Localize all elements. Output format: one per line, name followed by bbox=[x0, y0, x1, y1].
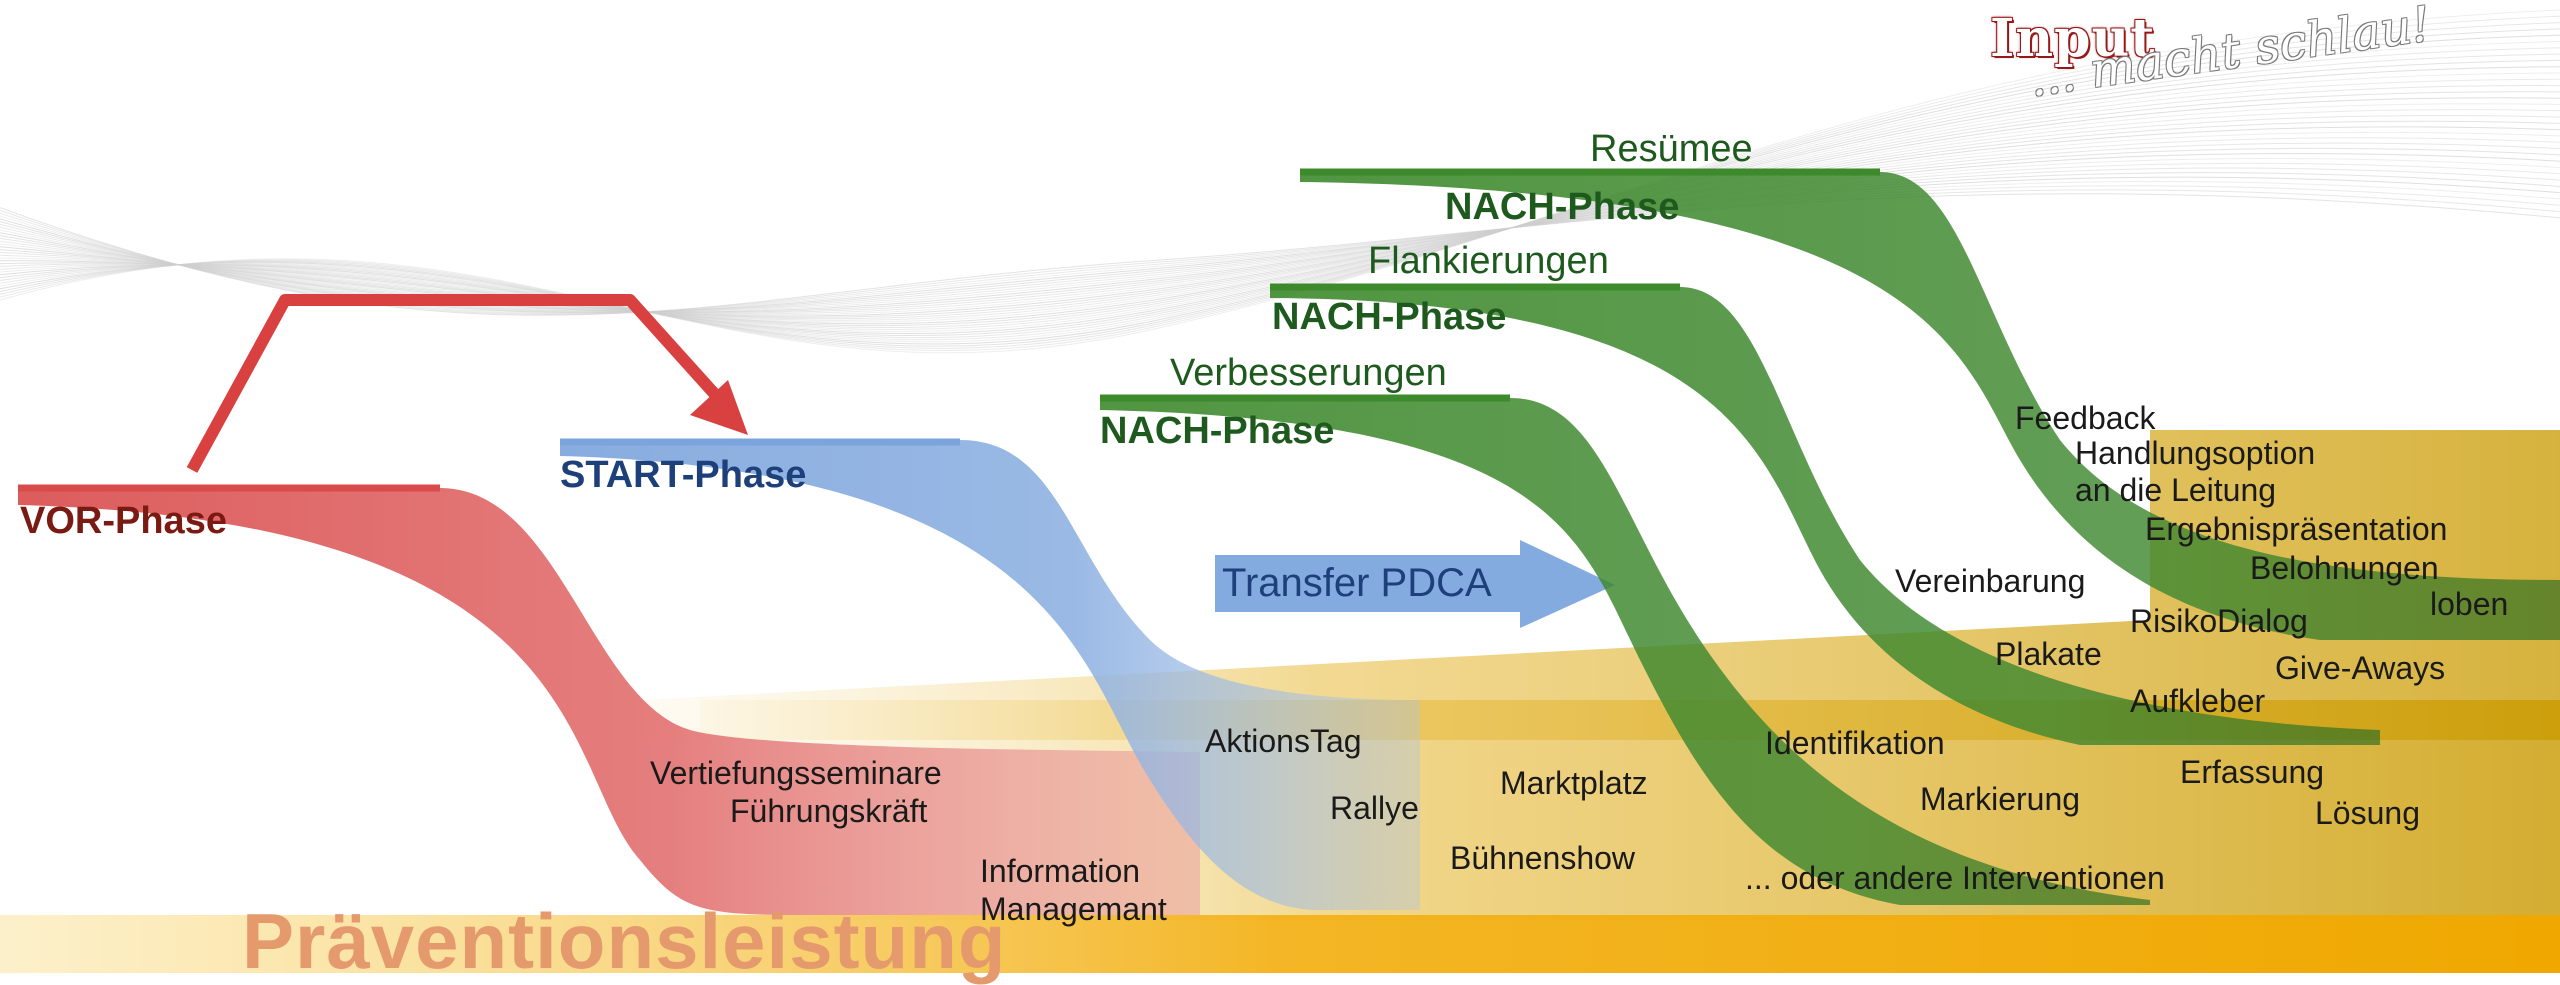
resuemee-item: Belohnungen bbox=[2250, 550, 2439, 586]
logo-word: Input bbox=[1990, 8, 2156, 69]
vor-item: Information bbox=[980, 853, 1141, 889]
background-wave-lines bbox=[0, 9, 2560, 354]
verbesserungen-item: Lösung bbox=[2315, 795, 2420, 831]
flankierungen-item: Plakate bbox=[1995, 636, 2102, 672]
start-phase-label: START-Phase bbox=[560, 454, 807, 496]
transfer-arrow-label: Transfer PDCA bbox=[1222, 561, 1492, 605]
resuemee-item: Handlungsoption bbox=[2075, 435, 2316, 471]
resuemee-heading: Resümee bbox=[1590, 128, 1753, 170]
flankierungen-heading: Flankierungen bbox=[1368, 240, 1609, 282]
transfer-arrow-shape bbox=[1215, 540, 1615, 628]
verbesserungen-item: ... oder andere Interventionen bbox=[1745, 860, 2165, 896]
vor-item: Führungskräft bbox=[730, 793, 928, 829]
resuemee-item: Ergebnispräsentation bbox=[2145, 511, 2448, 547]
flankierungen-item: Give-Aways bbox=[2275, 650, 2446, 686]
vor-item: Vertiefungsseminare bbox=[650, 755, 942, 791]
interventions-band bbox=[640, 430, 2560, 740]
resuemee-item: an die Leitung bbox=[2075, 472, 2277, 508]
resuemee-item: loben bbox=[2430, 586, 2509, 622]
verbesserungen-item: Erfassung bbox=[2180, 754, 2325, 790]
start-item: Rallye bbox=[1330, 790, 1419, 826]
nach-resuemee-ribbon bbox=[1300, 172, 2560, 640]
start-item: Bühnenshow bbox=[1450, 840, 1636, 876]
start-item: AktionsTag bbox=[1205, 723, 1362, 759]
verbesserungen-item: Markierung bbox=[1920, 781, 2081, 817]
bottom-band bbox=[0, 915, 2560, 973]
vor-phase-label: VOR-Phase bbox=[20, 500, 227, 542]
nach-flankierungen-ribbon bbox=[1270, 287, 2380, 745]
verbesserungen-heading: Verbesserungen bbox=[1170, 352, 1447, 394]
verbesserungen-item: Identifikation bbox=[1765, 725, 1945, 761]
bottom-band-label: Präventionsleistung bbox=[242, 897, 1007, 985]
flankierungen-item: Aufkleber bbox=[2130, 683, 2266, 719]
vor-to-start-arrow bbox=[186, 294, 725, 473]
nach-phase-label-3: NACH-Phase bbox=[1100, 410, 1335, 452]
flankierungen-item: RisikoDialog bbox=[2130, 603, 2308, 639]
resuemee-item: Feedback bbox=[2015, 400, 2156, 436]
start-item: Marktplatz bbox=[1500, 765, 1648, 801]
vor-to-start-arrowhead bbox=[690, 380, 748, 435]
vor-ribbon bbox=[18, 488, 1200, 915]
start-ribbon bbox=[560, 440, 1420, 910]
nach-phase-label-1: NACH-Phase bbox=[1445, 186, 1680, 228]
flankierungen-item: Vereinbarung bbox=[1895, 563, 2086, 599]
nach-phase-label-2: NACH-Phase bbox=[1272, 296, 1507, 338]
vor-item: Managemant bbox=[980, 891, 1167, 927]
